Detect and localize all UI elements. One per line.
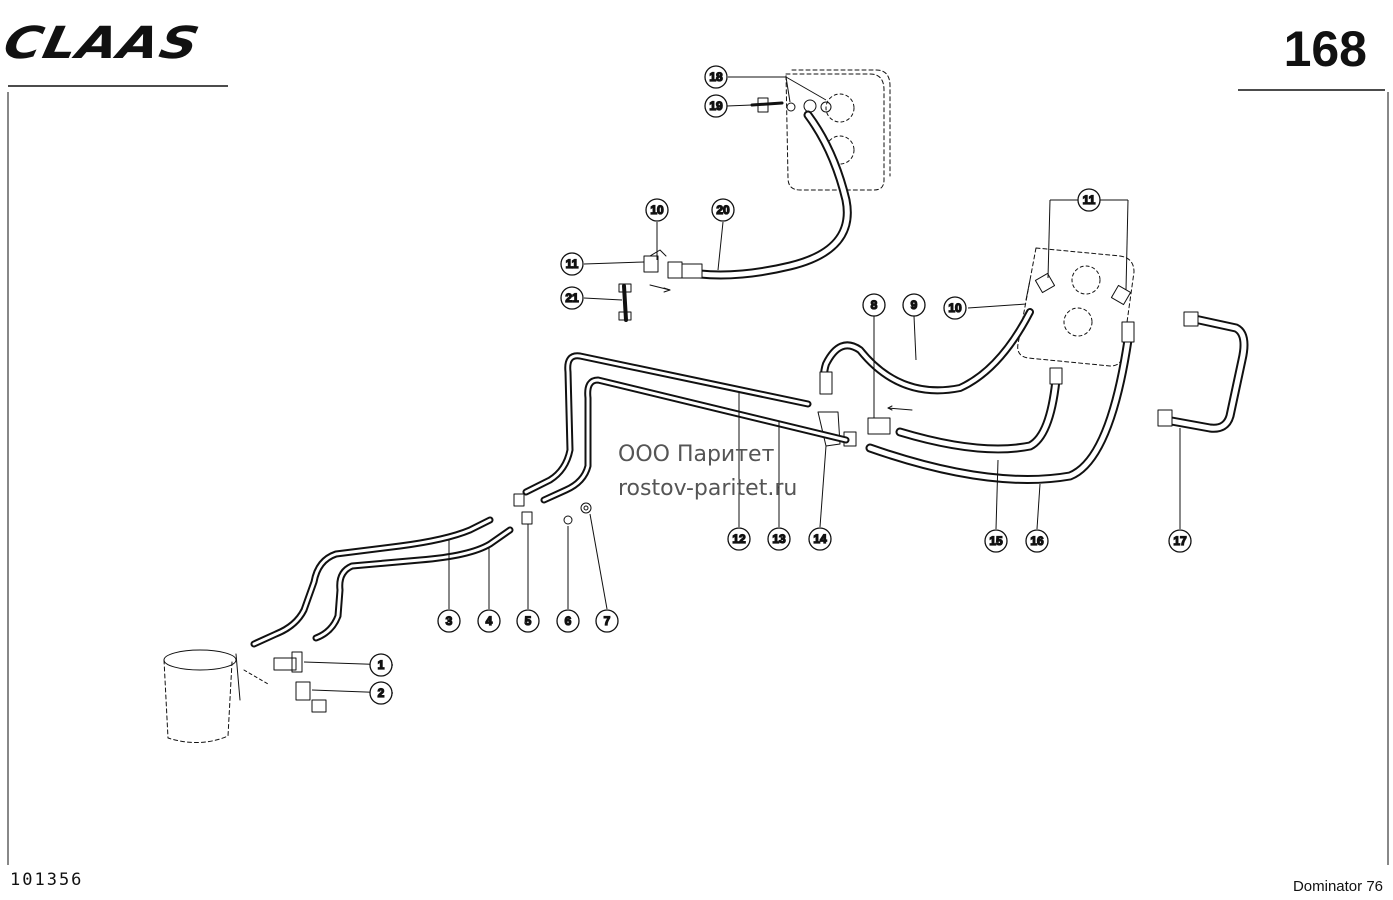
callout-9: 9 bbox=[902, 293, 926, 317]
watermark-company: ООО Паритет bbox=[618, 442, 775, 467]
svg-text:9: 9 bbox=[911, 298, 918, 312]
svg-text:10: 10 bbox=[948, 301, 962, 315]
svg-text:6: 6 bbox=[565, 614, 572, 628]
callout-5: 5 bbox=[516, 609, 540, 633]
callout-15: 15 bbox=[984, 529, 1008, 553]
svg-text:16: 16 bbox=[1030, 534, 1044, 548]
callout-10-top: 10 bbox=[645, 198, 669, 222]
pipe-4 bbox=[312, 526, 514, 642]
svg-text:10: 10 bbox=[650, 203, 664, 217]
right-mounting-plate bbox=[1017, 247, 1135, 367]
model-name: Dominator 76 bbox=[1292, 878, 1383, 895]
svg-text:11: 11 bbox=[566, 257, 579, 271]
callout-16: 16 bbox=[1025, 529, 1049, 553]
svg-text:15: 15 bbox=[989, 534, 1003, 548]
svg-text:17: 17 bbox=[1173, 534, 1187, 548]
callout-11-top: 11 bbox=[560, 252, 584, 276]
callout-10-right: 10 bbox=[943, 296, 967, 320]
callout-13: 13 bbox=[767, 527, 791, 551]
callout-18: 18 bbox=[704, 65, 728, 89]
callout-1: 1 bbox=[369, 653, 393, 677]
callout-8: 8 bbox=[862, 293, 886, 317]
callout-4: 4 bbox=[477, 609, 501, 633]
callout-3: 3 bbox=[437, 609, 461, 633]
svg-text:11: 11 bbox=[1083, 193, 1096, 207]
svg-text:2: 2 bbox=[378, 686, 385, 700]
small-fittings bbox=[513, 493, 592, 525]
callout-6: 6 bbox=[556, 609, 580, 633]
pipe-13 bbox=[540, 376, 850, 504]
watermark-site: rostov-paritet.ru bbox=[618, 476, 798, 501]
hose-15 bbox=[895, 367, 1063, 454]
hose-9 bbox=[819, 308, 1034, 395]
callout-20: 20 bbox=[711, 198, 735, 222]
svg-text:7: 7 bbox=[604, 614, 611, 628]
document-id: 101356 bbox=[10, 870, 84, 890]
svg-text:5: 5 bbox=[525, 614, 532, 628]
callout-17: 17 bbox=[1168, 529, 1192, 553]
svg-text:14: 14 bbox=[813, 532, 827, 546]
callout-7: 7 bbox=[595, 609, 619, 633]
pipe-12 bbox=[522, 352, 812, 496]
callout-19: 19 bbox=[704, 94, 728, 118]
fitting-group-top bbox=[618, 249, 671, 322]
svg-text:18: 18 bbox=[709, 70, 723, 84]
svg-text:20: 20 bbox=[716, 203, 730, 217]
svg-text:21: 21 bbox=[565, 291, 579, 305]
page-number: 168 bbox=[1283, 21, 1367, 77]
callout-12: 12 bbox=[727, 527, 751, 551]
pipe-3 bbox=[250, 516, 494, 648]
hose-20 bbox=[667, 110, 852, 280]
svg-text:1: 1 bbox=[378, 658, 385, 672]
fittings-1-2 bbox=[273, 651, 327, 713]
svg-text:4: 4 bbox=[486, 614, 493, 628]
callouts: 1 2 3 4 5 6 7 8 9 10 10 11 11 12 13 14 1… bbox=[369, 65, 1192, 705]
watermark: ООО Паритет rostov-paritet.ru bbox=[618, 438, 797, 506]
svg-text:19: 19 bbox=[709, 99, 723, 113]
callout-14: 14 bbox=[808, 527, 832, 551]
callout-11-right: 11 bbox=[1077, 188, 1101, 212]
callout-21: 21 bbox=[560, 286, 584, 310]
svg-text:13: 13 bbox=[772, 532, 786, 546]
callout-2: 2 bbox=[369, 681, 393, 705]
leader-lines bbox=[303, 76, 1181, 694]
brand-logo: CLAAS bbox=[0, 18, 205, 69]
svg-text:12: 12 bbox=[732, 532, 746, 546]
svg-text:3: 3 bbox=[446, 614, 453, 628]
hose-16 bbox=[865, 321, 1135, 484]
svg-text:8: 8 bbox=[871, 298, 878, 312]
hose-17 bbox=[1157, 311, 1249, 433]
bolt-19 bbox=[750, 97, 784, 113]
tank bbox=[163, 649, 269, 743]
